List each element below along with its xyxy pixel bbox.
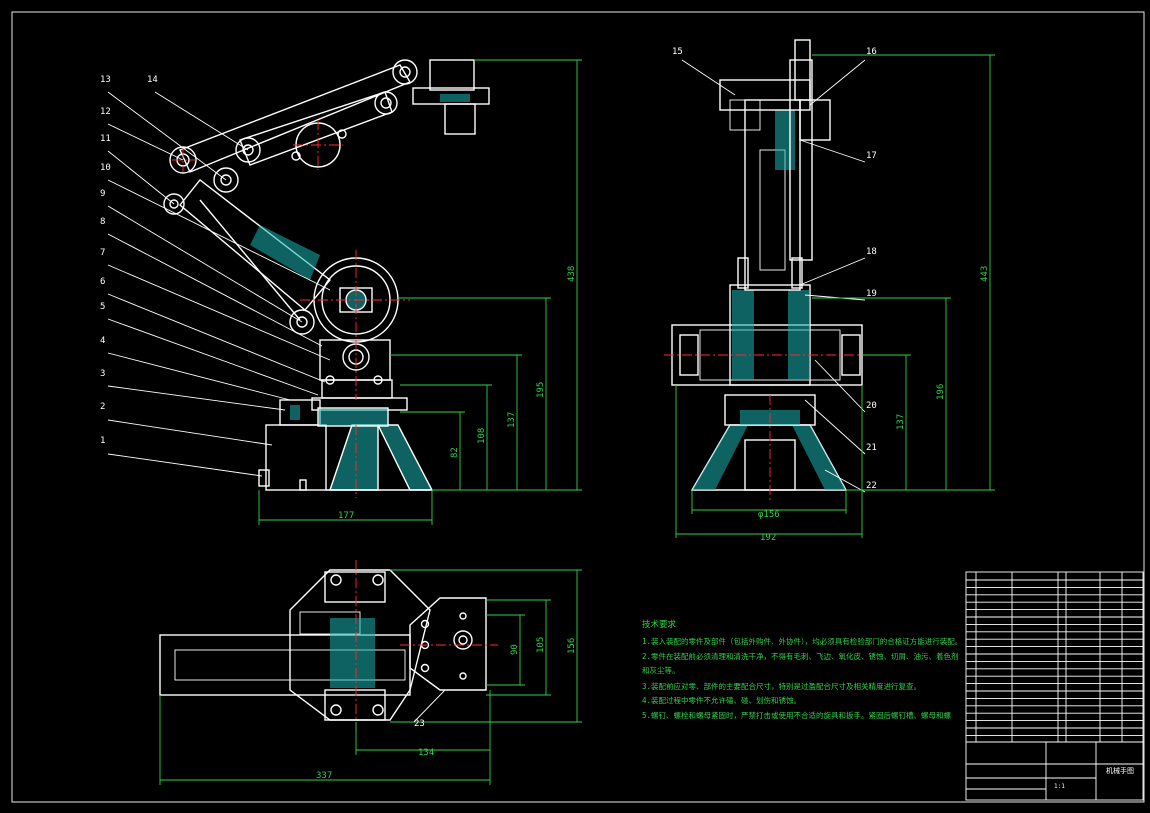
front-view [163, 59, 490, 498]
dim-top-h3: 156 [567, 638, 577, 654]
dim-front-h4: 195 [536, 382, 546, 398]
tech-note-line: 5.螺钉、螺栓和螺母紧固时，严禁打击或使用不合适的旋具和扳手。紧固后螺钉槽、螺母… [642, 710, 952, 720]
scale-mark: 1:1 [1054, 783, 1065, 790]
dim-top-h2: 105 [536, 637, 546, 653]
dim-top-h1: 90 [510, 644, 520, 655]
part-label-8: 8 [100, 217, 105, 227]
dim-side-base: φ156 [758, 510, 780, 520]
front-dimensions [258, 59, 582, 525]
tech-note-line: 4.装配过程中零件不允许磕、碰、划伤和锈蚀。 [642, 695, 801, 705]
part-label-7: 7 [100, 248, 105, 258]
part-label-20: 20 [866, 401, 877, 411]
part-label-23: 23 [414, 719, 425, 729]
parts-list-table [965, 571, 1144, 743]
tech-note-line: 1.装入装配的零件及部件（包括外购件、外协件），均必须具有检验部门的合格证方能进… [642, 636, 962, 646]
part-label-13: 13 [100, 75, 111, 85]
side-view [664, 39, 880, 500]
tech-note-line: 3.装配前应对零、部件的主要配合尺寸，特别是过盈配合尺寸及相关精度进行复查。 [642, 681, 921, 691]
tech-notes-title: 技术要求 [642, 619, 677, 630]
top-dimensions [159, 569, 582, 785]
part-label-6: 6 [100, 277, 105, 287]
part-label-16: 16 [866, 47, 877, 57]
dim-front-total: 438 [567, 266, 577, 282]
part-label-2: 2 [100, 402, 105, 412]
dim-front-h3: 137 [507, 412, 517, 428]
part-label-4: 4 [100, 336, 105, 346]
part-label-11: 11 [100, 134, 111, 144]
dim-side-width: 192 [760, 533, 776, 543]
side-dimensions [675, 54, 995, 538]
tech-note-line: 2.零件在装配前必须清理和清洗干净，不得有毛刺、飞边、氧化皮、锈蚀、切屑、油污、… [642, 651, 959, 661]
part-label-12: 12 [100, 107, 111, 117]
dim-front-width: 177 [338, 511, 354, 521]
title-block: 机械手图 1:1 [965, 741, 1144, 801]
technical-requirements: 技术要求 1.装入装配的零件及部件（包括外购件、外协件），均必须具有检验部门的合… [642, 619, 962, 720]
part-label-1: 1 [100, 436, 105, 446]
dim-side-total: 443 [980, 266, 990, 282]
part-label-21: 21 [866, 443, 877, 453]
dim-top-w2: 337 [316, 771, 332, 781]
dimension-values: 177 82 108 137 195 438 φ156 192 137 196 … [316, 266, 990, 781]
part-label-14: 14 [147, 75, 158, 85]
part-label-17: 17 [866, 151, 877, 161]
top-view [159, 560, 498, 735]
drawing-title: 机械手图 [1106, 766, 1134, 775]
tech-note-line: 和灰尘等。 [642, 665, 680, 675]
part-label-22: 22 [866, 481, 877, 491]
part-label-3: 3 [100, 369, 105, 379]
front-leader-lines [107, 91, 331, 477]
dim-side-h2: 196 [936, 384, 946, 400]
dim-top-w1: 134 [418, 748, 434, 758]
dim-side-h1: 137 [896, 414, 906, 430]
side-leader-lines [681, 59, 866, 493]
part-label-15: 15 [672, 47, 683, 57]
part-label-5: 5 [100, 302, 105, 312]
dim-front-h2: 108 [477, 428, 487, 444]
part-label-9: 9 [100, 189, 105, 199]
part-label-18: 18 [866, 247, 877, 257]
part-label-10: 10 [100, 163, 111, 173]
part-label-19: 19 [866, 289, 877, 299]
sheet-border [11, 11, 1145, 803]
dim-front-h1: 82 [450, 447, 460, 458]
